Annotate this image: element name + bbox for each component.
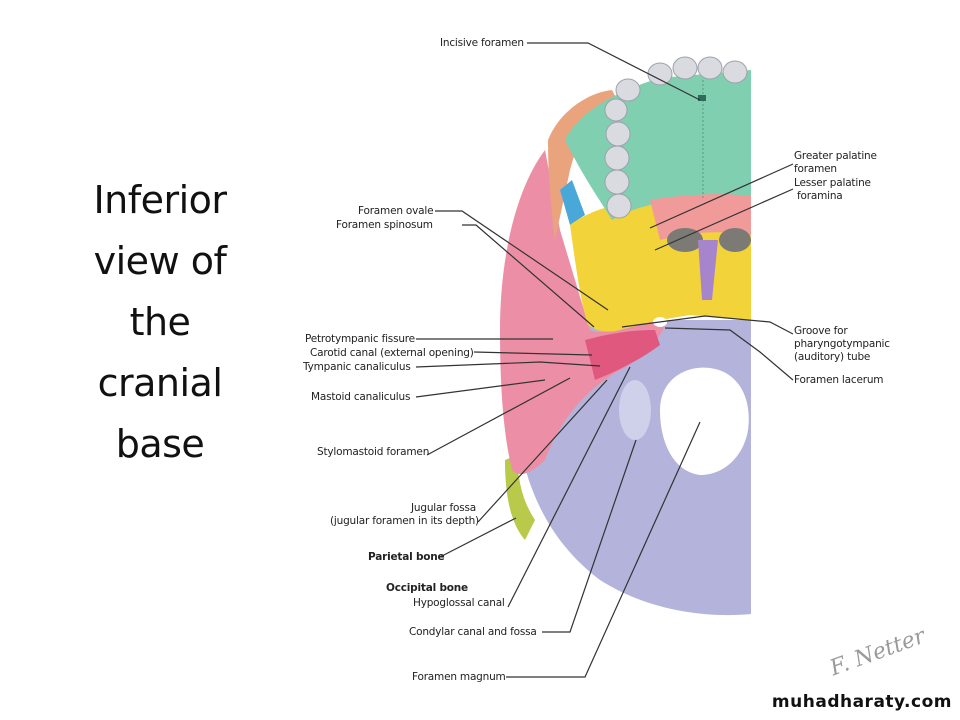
label-jugular-fossa: Jugular fossa (411, 502, 476, 514)
label-stylomastoid-foramen: Stylomastoid foramen (317, 446, 430, 458)
frontal-bone (560, 180, 585, 225)
vomer (698, 240, 718, 300)
watermark: muhadharaty.com (771, 692, 952, 712)
label-greater-palatine-2: foramen (794, 163, 837, 175)
label-tympanic-canaliculus: Tympanic canaliculus (303, 361, 411, 373)
label-incisive-foramen: Incisive foramen (440, 37, 524, 49)
label-foramen-spinosum: Foramen spinosum (336, 219, 433, 231)
teeth (604, 56, 748, 219)
label-carotid-canal: Carotid canal (external opening) (310, 347, 474, 359)
palatine-bone (650, 194, 751, 240)
temporal-dark (585, 330, 660, 380)
zygomatic-arch (548, 90, 620, 240)
label-foramen-lacerum: Foramen lacerum (794, 374, 884, 386)
label-mastoid-canaliculus: Mastoid canaliculus (311, 391, 411, 403)
label-occipital-bone: Occipital bone (386, 582, 468, 594)
label-foramen-ovale: Foramen ovale (358, 205, 434, 217)
title-line: cranial (97, 361, 223, 405)
slide-title: Inferior view of the cranial base (70, 170, 250, 475)
label-groove-pharyngotympanic-3: (auditory) tube (794, 351, 871, 363)
label-lesser-palatine-2: foramina (797, 190, 843, 202)
label-foramen-magnum: Foramen magnum (412, 671, 506, 683)
label-greater-palatine: Greater palatine (794, 150, 877, 162)
title-line: Inferior (93, 178, 227, 222)
label-parietal-bone: Parietal bone (368, 551, 445, 563)
label-hypoglossal-canal: Hypoglossal canal (413, 597, 505, 609)
parietal-bone (505, 455, 535, 540)
label-condylar-canal: Condylar canal and fossa (409, 626, 537, 638)
label-lesser-palatine: Lesser palatine (794, 177, 871, 189)
label-jugular-fossa-note: (jugular foramen in its depth) (330, 515, 479, 527)
title-line: the (129, 300, 191, 344)
label-petrotympanic-fissure: Petrotympanic fissure (305, 333, 415, 345)
title-line: base (115, 422, 205, 466)
leader-lines (415, 42, 794, 678)
label-groove-pharyngotympanic: Groove for (794, 325, 848, 337)
foramen-magnum (660, 367, 749, 475)
title-line: view of (93, 239, 227, 283)
label-groove-pharyngotympanic-2: pharyngotympanic (794, 338, 890, 350)
